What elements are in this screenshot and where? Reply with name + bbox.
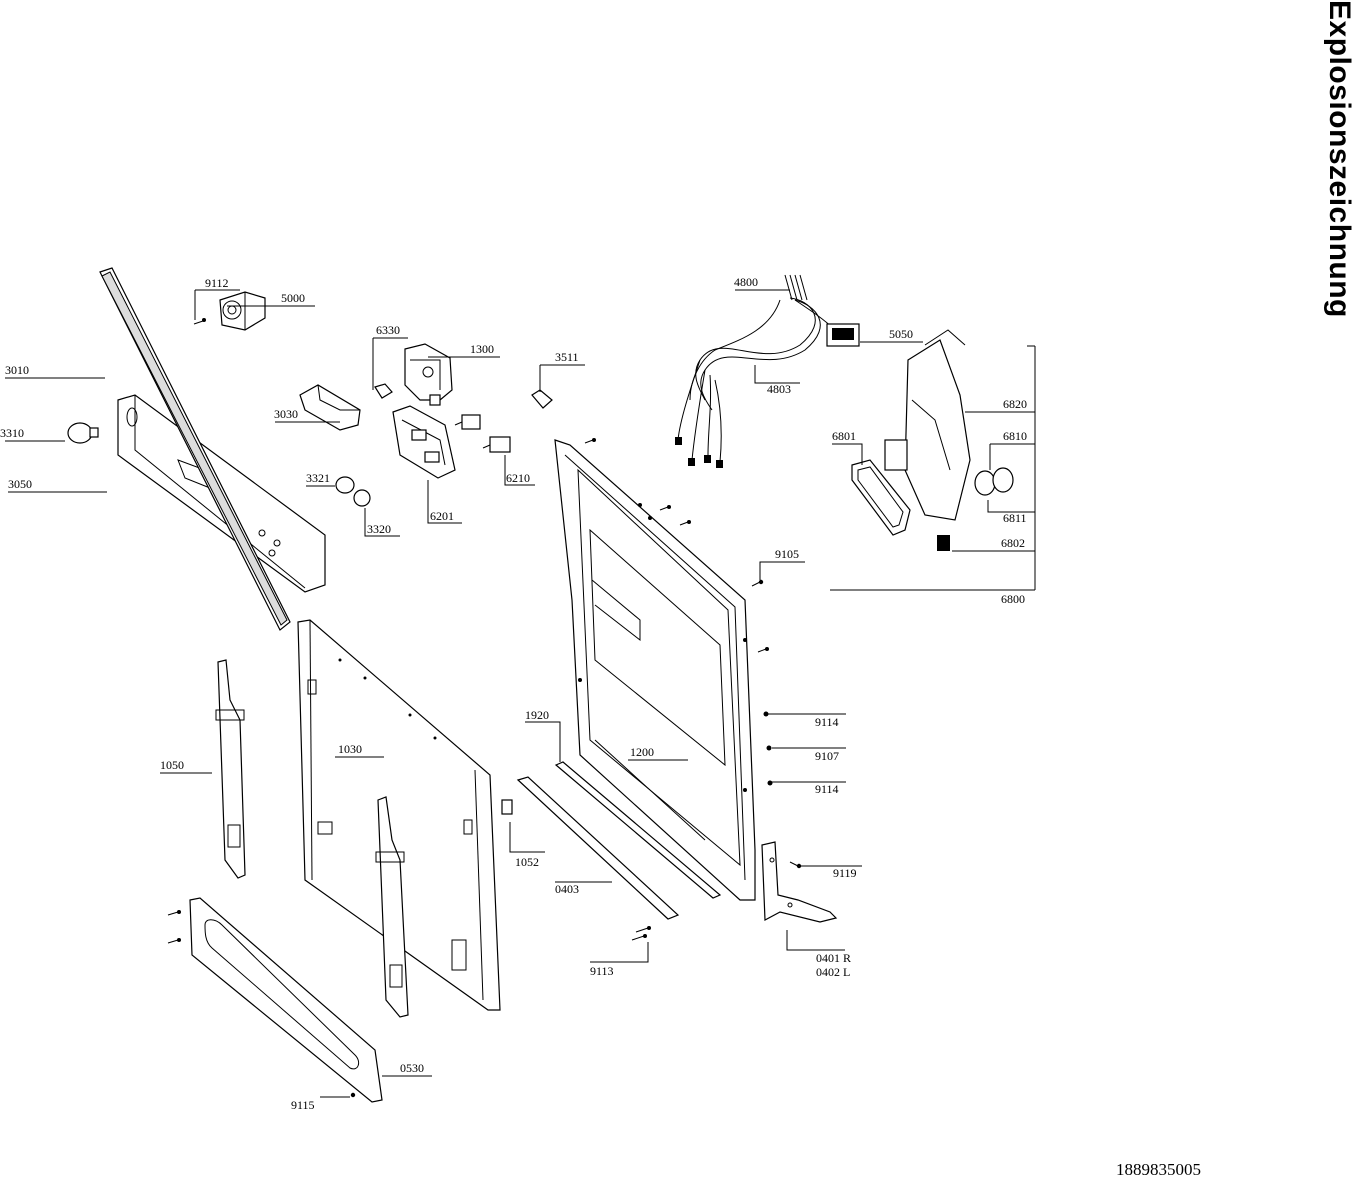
selector-box-5000	[219, 291, 266, 331]
label-1052: 1052	[515, 855, 539, 869]
cylinder-3511	[531, 389, 553, 409]
label-4803: 4803	[767, 382, 791, 396]
label-9119: 9119	[833, 866, 857, 880]
label-3310: 3310	[0, 426, 24, 440]
label-1300: 1300	[470, 342, 494, 356]
button-3321	[335, 476, 355, 494]
label-1920: 1920	[525, 708, 549, 722]
hinge-0401-0402	[761, 841, 838, 923]
seal-6801	[851, 459, 911, 536]
screw-9113	[631, 926, 651, 941]
label-9114-upper: 9114	[815, 715, 839, 729]
label-6801: 6801	[832, 429, 856, 443]
dispenser-6800	[884, 329, 971, 521]
strip-0403	[516, 776, 680, 920]
module-5050	[826, 323, 860, 347]
screw-9112	[193, 318, 206, 325]
switch-upper	[454, 414, 481, 430]
label-0530: 0530	[400, 1061, 424, 1075]
rail-1050-right	[375, 796, 409, 1018]
label-9107: 9107	[815, 749, 839, 763]
label-3320: 3320	[367, 522, 391, 536]
screw-door-3	[679, 520, 691, 526]
wiring-harness-4800	[675, 274, 836, 468]
label-3511: 3511	[555, 350, 579, 364]
screw-9105	[751, 579, 764, 587]
label-6820: 6820	[1003, 397, 1027, 411]
button-3320	[353, 489, 371, 507]
screw-9114-lower	[767, 780, 773, 786]
screw-9119	[789, 861, 802, 869]
module-1300	[404, 343, 453, 406]
screw-0530-b	[167, 938, 181, 944]
screw-9107	[766, 745, 772, 751]
label-1200: 1200	[630, 745, 654, 759]
screw-9114-upper	[763, 711, 769, 717]
screw-door-2	[659, 505, 671, 511]
label-6210: 6210	[506, 471, 530, 485]
label-6802: 6802	[1001, 536, 1025, 550]
part-6802	[937, 535, 950, 551]
label-9105: 9105	[775, 547, 799, 561]
label-5000: 5000	[281, 291, 305, 305]
knob-3310	[67, 422, 99, 444]
label-6201: 6201	[430, 509, 454, 523]
outer-door-panel-1030	[297, 619, 501, 1011]
label-6811: 6811	[1003, 511, 1027, 525]
screw-door-4	[757, 647, 769, 653]
label-9113: 9113	[590, 964, 614, 978]
leader-lines	[5, 289, 1036, 1098]
cap-6810	[974, 467, 1014, 496]
label-3321: 3321	[306, 471, 330, 485]
label-5050: 5050	[889, 327, 913, 341]
trim-strip-3050	[99, 267, 291, 631]
electronic-board-6201	[392, 405, 456, 479]
label-9115: 9115	[291, 1098, 315, 1112]
label-9114-lower: 9114	[815, 782, 839, 796]
label-0401: 0401 R	[816, 951, 851, 965]
kickplate-0530	[189, 897, 383, 1103]
screw-0530-a	[167, 910, 181, 916]
label-6330: 6330	[376, 323, 400, 337]
part-labels: 9112 5000 3010 3310 3030 3050 3321 3320 …	[0, 275, 1027, 1112]
strip-1920	[554, 761, 722, 899]
label-3050: 3050	[8, 477, 32, 491]
part-6330	[374, 383, 393, 399]
label-6810: 6810	[1003, 429, 1027, 443]
label-4800: 4800	[734, 275, 758, 289]
screw-9115	[350, 1092, 356, 1098]
label-3030: 3030	[274, 407, 298, 421]
rail-1050-left	[215, 659, 246, 879]
label-1050: 1050	[160, 758, 184, 772]
clip-1052	[501, 799, 513, 815]
label-3010: 3010	[5, 363, 29, 377]
switch-6210	[482, 436, 511, 453]
screw-door-1	[584, 438, 596, 444]
label-0403: 0403	[555, 882, 579, 896]
bracket-3030	[299, 384, 361, 431]
label-9112: 9112	[205, 276, 229, 290]
label-0402: 0402 L	[816, 965, 850, 979]
label-6800: 6800	[1001, 592, 1025, 606]
document-number: 1889835005	[1116, 1160, 1201, 1179]
inner-door-1200	[554, 439, 756, 901]
label-1030: 1030	[338, 742, 362, 756]
